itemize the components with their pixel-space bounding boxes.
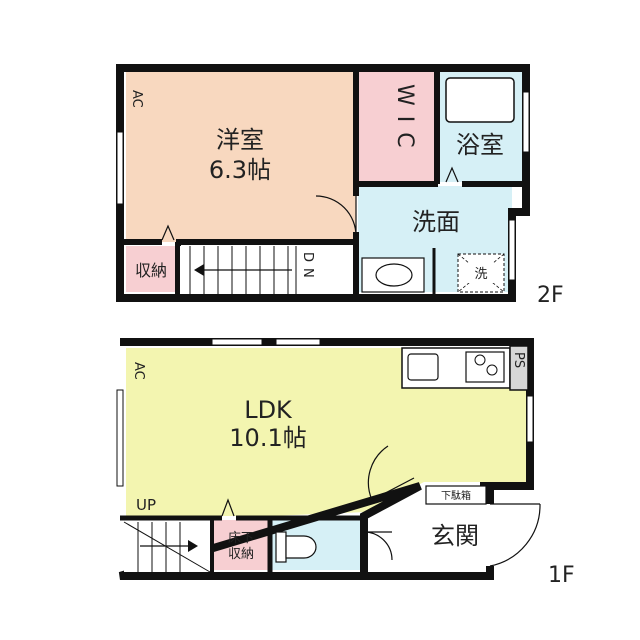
stove-burner-2 bbox=[486, 364, 498, 376]
ldk-fill bbox=[126, 348, 526, 516]
wic-fill bbox=[358, 72, 436, 182]
toilet-door-swing bbox=[363, 531, 393, 561]
ps-label: PS bbox=[511, 352, 526, 368]
bath-label: 浴室 bbox=[456, 131, 504, 159]
floor-2f-label: 2F bbox=[537, 283, 564, 308]
shoe-box-label: 下駄箱 bbox=[441, 489, 471, 502]
ldk-name: LDK bbox=[244, 396, 293, 424]
wash-basin bbox=[375, 263, 413, 287]
window-ldk-top-2 bbox=[275, 338, 321, 346]
window-ldk-right bbox=[526, 395, 534, 443]
stove-burner-1 bbox=[474, 354, 486, 366]
stairs-arrow-head bbox=[194, 264, 204, 276]
stairs-up-arrow-head bbox=[188, 540, 198, 552]
storage-fill bbox=[126, 246, 176, 292]
stairs-dn-label: DN bbox=[300, 252, 315, 284]
wash-door-swing bbox=[315, 195, 357, 237]
entrance-label: 玄関 bbox=[431, 522, 479, 550]
shoe-box bbox=[425, 485, 487, 505]
window-wash-right bbox=[508, 219, 516, 281]
storage-label-2f: 収納 bbox=[135, 261, 167, 280]
western-room-name: 洋室 bbox=[216, 126, 264, 154]
toilet-bowl bbox=[285, 535, 317, 559]
kitchen-stove bbox=[465, 351, 505, 383]
floor-1f-label: 1F bbox=[548, 563, 575, 588]
entrance-door-swing bbox=[489, 503, 541, 567]
window-ldk-top-1 bbox=[211, 338, 263, 346]
bath-door-icon bbox=[445, 166, 459, 183]
window-bath-right bbox=[522, 91, 530, 153]
washer-label: 洗 bbox=[474, 267, 487, 282]
western-door-icon bbox=[161, 224, 175, 241]
ac-label-2f: AC bbox=[129, 90, 144, 108]
floor-1f: AC LDK 10.1帖 PS UP 床下 収納 下駄箱 玄関 1F bbox=[116, 338, 575, 588]
window-western-left bbox=[116, 131, 124, 205]
ac-label-1f: AC bbox=[131, 362, 146, 380]
toilet-tank bbox=[275, 531, 287, 563]
western-room-size: 6.3帖 bbox=[209, 156, 271, 184]
ps-box bbox=[509, 345, 529, 391]
washroom-label: 洗面 bbox=[412, 208, 460, 236]
kitchen-sink bbox=[407, 353, 439, 381]
bathtub bbox=[445, 77, 515, 123]
window-ldk-left bbox=[116, 389, 124, 487]
ldk-size: 10.1帖 bbox=[229, 424, 306, 452]
western-room-fill bbox=[126, 72, 356, 242]
wall-2f-outer bbox=[116, 64, 530, 302]
stairs-2f bbox=[180, 246, 352, 294]
washer-label-bg bbox=[468, 263, 494, 283]
wic-label: WIC bbox=[392, 84, 417, 158]
ldk-door-swing bbox=[367, 445, 415, 501]
stair-door-icon bbox=[221, 498, 235, 517]
floor-2f: AC 洋室 6.3帖 WIC 浴室 洗面 洗 収納 DN 2F bbox=[116, 64, 564, 308]
underfloor-storage-label-2: 収納 bbox=[228, 547, 254, 562]
stairs-1f bbox=[123, 521, 211, 573]
stairs-up-label: UP bbox=[136, 496, 156, 514]
underfloor-storage-label-1: 床下 bbox=[228, 531, 254, 546]
